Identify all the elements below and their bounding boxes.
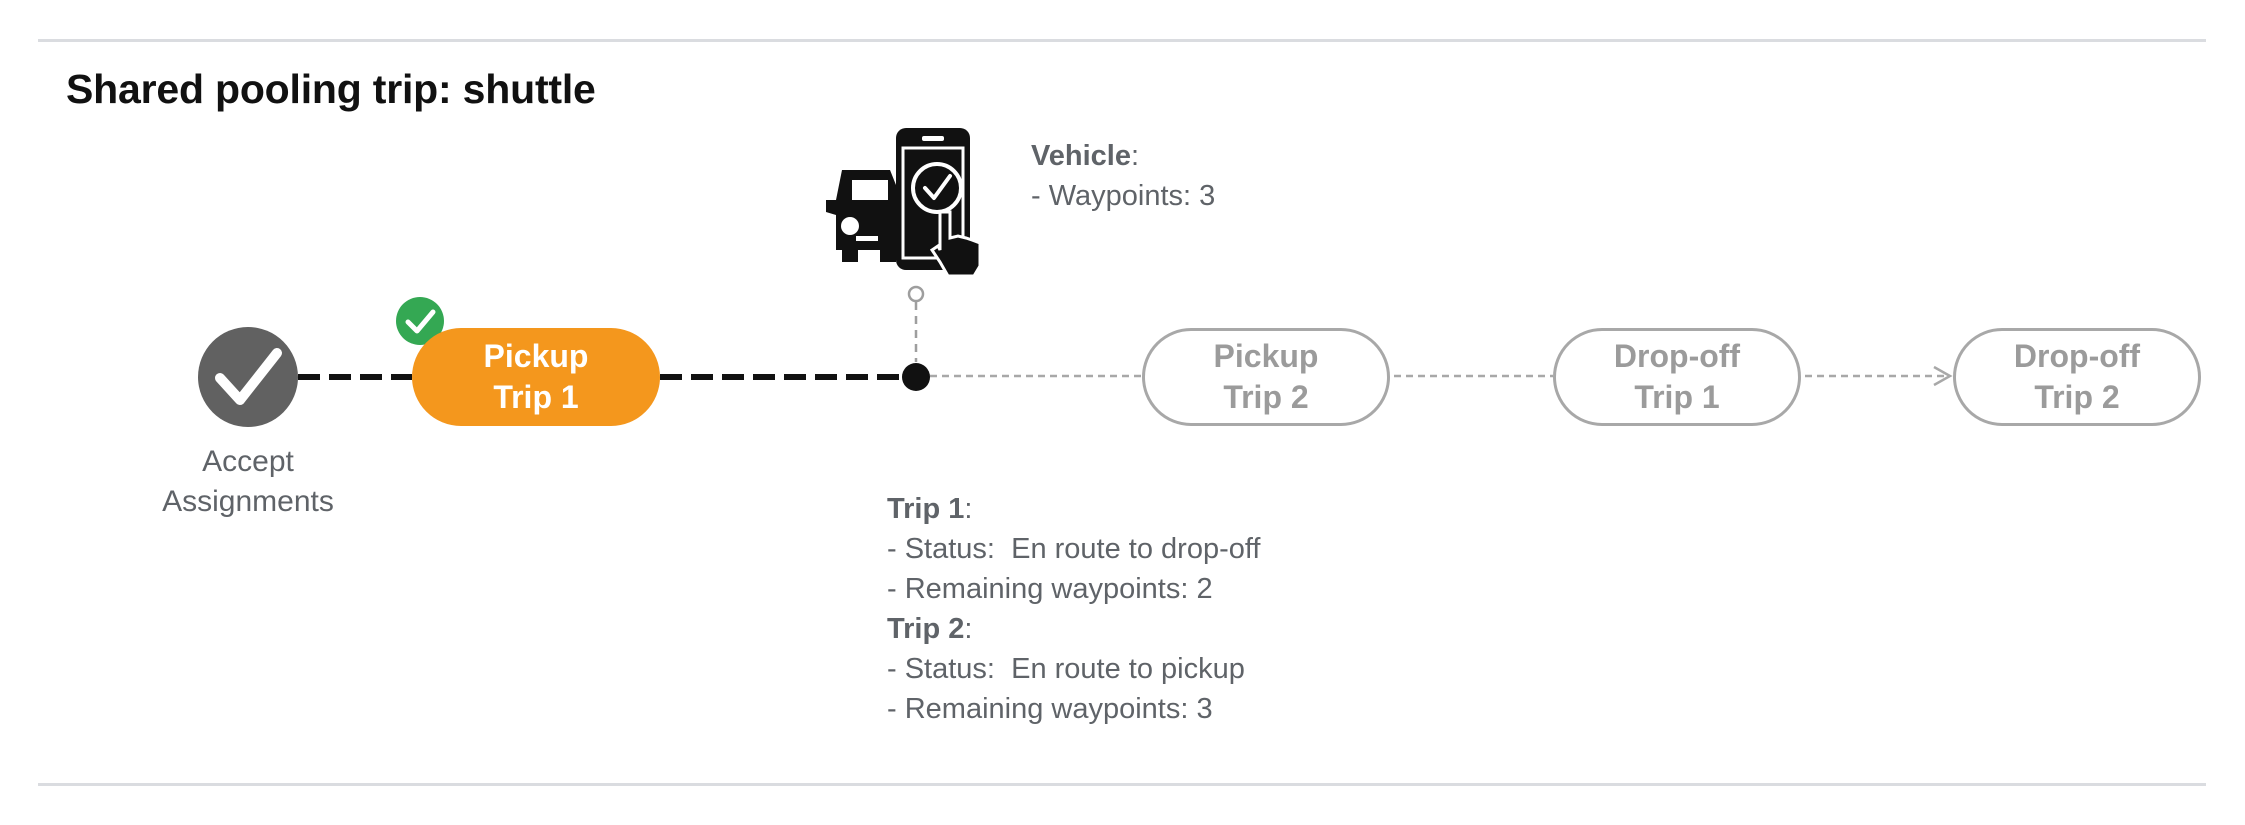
vehicle-heading: Vehicle	[1031, 140, 1131, 172]
arrow-head-icon	[1933, 365, 1953, 387]
vehicle-waypoints: - Waypoints: 3	[1031, 180, 1216, 212]
step-line-2: Trip 1	[1634, 379, 1720, 415]
vehicle-tether-node	[907, 285, 925, 303]
green-check-badge-icon	[396, 297, 444, 345]
diagram-title: Shared pooling trip: shuttle	[66, 66, 596, 112]
trip2-remaining: - Remaining waypoints: 3	[887, 693, 1213, 725]
step-dropoff-trip-2: Drop-off Trip 2	[1953, 328, 2201, 426]
trip2-heading: Trip 2	[887, 613, 965, 645]
trip1-status: - Status: En route to drop-off	[887, 533, 1261, 565]
step-pickup-trip-1: Pickup Trip 1	[412, 328, 660, 426]
step-line-2: Trip 2	[1223, 379, 1309, 415]
step-dropoff-trip-1: Drop-off Trip 1	[1553, 328, 1801, 426]
vehicle-info: Vehicle: - Waypoints: 3	[1031, 136, 1215, 216]
check-circle-icon	[198, 327, 298, 427]
step-line-2: Trip 2	[2034, 379, 2120, 415]
trips-info: Trip 1: - Status: En route to drop-off -…	[887, 489, 1260, 729]
step-pickup-trip-2: Pickup Trip 2	[1142, 328, 1390, 426]
step-line-1: Drop-off	[2013, 338, 2141, 374]
bottom-divider	[38, 783, 2206, 786]
step-line-1: Pickup	[1213, 338, 1319, 374]
step-line-1: Pickup	[483, 338, 589, 374]
step-line-2: Trip 1	[493, 379, 579, 415]
accept-assignments-label: Accept Assignments	[162, 445, 334, 518]
step-line-1: Drop-off	[1613, 338, 1741, 374]
vehicle-phone-icon	[826, 128, 982, 278]
trip1-remaining: - Remaining waypoints: 2	[887, 573, 1213, 605]
trip2-status: - Status: En route to pickup	[887, 653, 1245, 685]
trip1-heading: Trip 1	[887, 493, 965, 525]
vehicle-position-dot	[902, 363, 930, 391]
top-divider	[38, 39, 2206, 42]
